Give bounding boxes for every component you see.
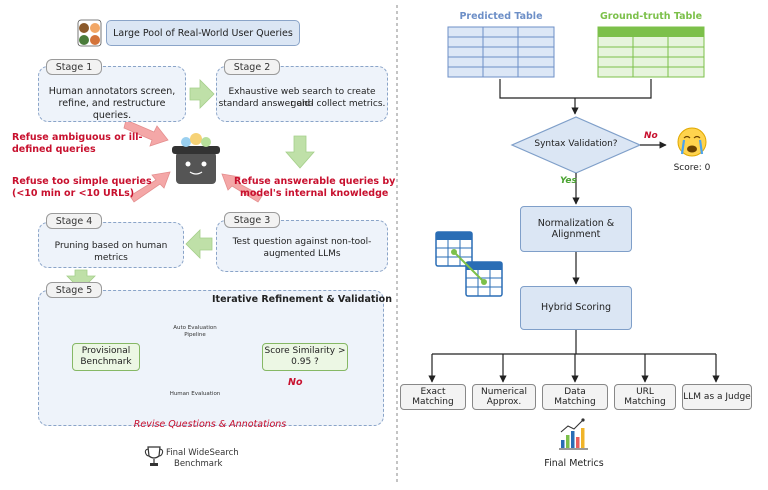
trash-bin-icon [172,133,220,184]
leaf-numerical-label: Numerical [481,386,527,397]
leaf-numerical-approx: Numerical Approx. [472,384,536,410]
predicted-table-icon [447,26,555,78]
leaf-data-label: Data Matching [554,386,596,408]
stage3-text-line1: Test question against non-tool- [232,237,372,247]
header-title: Large Pool of Real-World User Queries [113,27,293,39]
stage2-text-line2: standard answer and collect metrics. [218,99,386,109]
leaf-llm-label: LLM as a Judge [683,391,751,402]
stage2-box [216,66,388,122]
arrow-stage3-stage4 [185,229,213,259]
tables-merge-line [499,79,652,114]
arrow-refuse-answerable [221,173,263,203]
stage1-tag: Stage 1 [46,59,102,75]
predicted-table-title: Predicted Table [459,11,543,22]
arrow-refuse-simple [129,171,171,203]
stage1-text-line1: Human annotators screen, [48,86,176,97]
final-benchmark-line1: Final WideSearch [166,448,239,458]
stage4-tag: Stage 4 [46,213,102,229]
final-metrics-label: Final Metrics [544,458,604,469]
header-box: Large Pool of Real-World User Queries [106,20,300,46]
leaf-url-matching: URL Matching [614,384,676,410]
stage5-title: Iterative Refinement & Validation [212,294,392,305]
normalization-box: Normalization & Alignment [520,206,632,252]
arrow-stage1-stage2 [189,79,215,109]
stage1-text-line2: refine, and restructure queries. [58,98,166,121]
crying-face-icon [677,127,707,157]
stage3-text-line2: augmented LLMs [263,249,341,259]
people-icon [77,19,102,47]
refuse-simple-line1: Refuse too simple queries [12,176,152,187]
hybrid-label: Hybrid Scoring [540,302,612,314]
normalization-line2: Alignment [551,229,601,240]
leaf-exact-matching: Exact Matching [400,384,466,410]
stage4-text: Pruning based on human metrics [54,241,168,263]
final-metrics-chart-icon [559,418,588,450]
normalization-line1: Normalization & [537,217,615,229]
provisional-line1: Provisional [81,345,131,356]
stage3-box [216,220,388,272]
ground-truth-table-title: Ground-truth Table [599,11,703,22]
leaf-data-matching: Data Matching [542,384,608,410]
leaf-exact-label: Exact Matching [412,386,454,408]
auto-eval-label-line2: Pipeline [184,332,206,338]
trophy-icon [144,446,164,466]
refuse-ambiguous-line1: Refuse ambiguous or ill- [12,132,143,143]
arrow-refuse-ambiguous [123,119,169,147]
yes-label: Yes [560,176,577,186]
stage2-text-line1: Exhaustive web search to create gold- [228,87,376,109]
hybrid-scoring-box: Hybrid Scoring [520,286,632,330]
score-similarity-box: Score Similarity > 0.95 ? [262,343,348,371]
hybrid-branch-lines [432,330,716,355]
provisional-line2: Benchmark [80,357,132,367]
refuse-ambiguous-line2: defined queries [12,144,96,155]
stage3-tag: Stage 3 [224,212,280,228]
ground-truth-table-icon [597,26,705,78]
alignment-tables-icon [435,231,503,297]
no-label-right: No [644,131,658,141]
score-sim-line2: 0.95 ? [291,357,319,367]
leaf-url-label: URL Matching [624,386,666,408]
stage4-box [38,222,184,268]
leaf-llm-judge: LLM as a Judge [682,384,752,410]
syntax-label: Syntax Validation? [534,139,618,149]
no-label-left: No [288,377,303,388]
refuse-simple-line2: (<10 min or <10 URLs) [12,188,135,199]
refuse-answerable-line1: Refuse answerable queries by [234,176,396,187]
leaf-approx-label: Approx. [486,397,522,407]
score-sim-line1: Score Similarity > [264,345,346,356]
final-benchmark-line2: Benchmark [174,459,223,469]
human-eval-label: Human Evaluation [169,391,221,397]
stage2-tag: Stage 2 [224,59,280,75]
refuse-answerable-line2: model's internal knowledge [240,188,389,199]
provisional-benchmark-box: Provisional Benchmark [72,343,140,371]
arrow-stage2-stage3 [285,135,315,169]
stage1-box [38,66,186,122]
stage5-tag: Stage 5 [46,282,102,298]
revise-label: Revise Questions & Annotations [133,419,287,430]
score-zero-label: Score: 0 [673,163,711,173]
auto-eval-label-line1: Auto Evaluation [173,325,217,331]
